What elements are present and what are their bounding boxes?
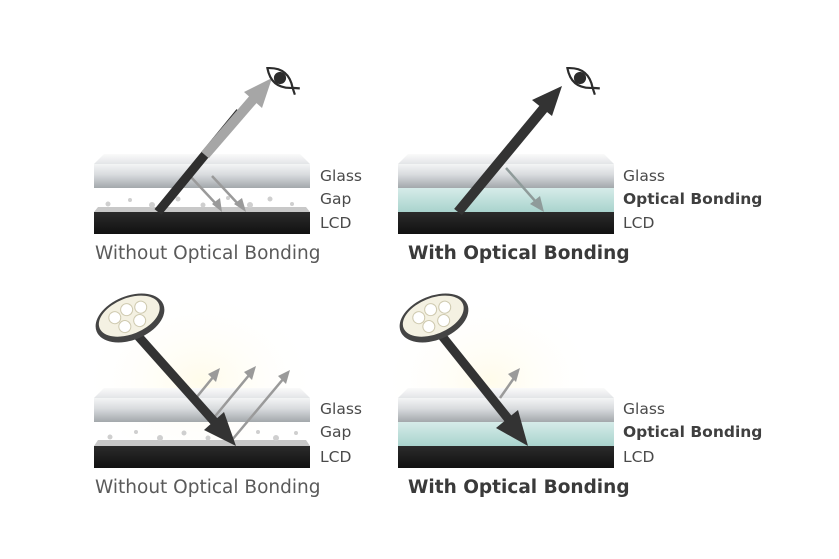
layer-label-lcd: LCD	[320, 448, 352, 466]
reflection-arrow-head	[530, 196, 544, 212]
eye-icon	[266, 67, 300, 96]
arrow-head	[496, 410, 528, 446]
glass-layer	[94, 164, 310, 188]
lcd-layer	[398, 446, 614, 468]
panel-bottom-left	[80, 290, 320, 470]
reflection-arrow	[231, 377, 285, 441]
glass-top-face	[94, 388, 310, 398]
reflection-arrow	[498, 377, 516, 399]
reflection-arrow-head	[208, 368, 220, 382]
layer-label-glass: Glass	[320, 400, 362, 418]
reflection-arrow-head	[508, 368, 520, 382]
lcd-layer	[94, 446, 310, 468]
panel-caption: With Optical Bonding	[408, 477, 630, 498]
layer-label-glass: Glass	[623, 400, 665, 418]
layer-label-lcd: LCD	[320, 214, 352, 232]
panel-caption: Without Optical Bonding	[95, 477, 321, 498]
light-path-arrow	[438, 333, 518, 429]
light-path-arrow-faded	[201, 92, 260, 159]
reflection-arrow-head	[212, 198, 222, 212]
arrow-head	[204, 412, 236, 446]
layer-label-glass: Glass	[320, 167, 362, 185]
arrow-head	[532, 86, 562, 116]
gap-particles	[107, 430, 298, 441]
reflection-arrow	[211, 175, 241, 207]
lcd-top-face	[94, 207, 310, 212]
arrow-head	[244, 78, 272, 108]
gap-particles	[105, 196, 294, 208]
panel-caption: Without Optical Bonding	[95, 243, 321, 264]
layer-label-optical-bonding: Optical Bonding	[623, 423, 763, 441]
layer-label-gap: Gap	[320, 190, 352, 208]
bonding-layer	[398, 188, 614, 212]
layer-label-lcd: LCD	[623, 448, 655, 466]
reflection-arrow-head	[234, 198, 246, 212]
panel-caption: With Optical Bonding	[408, 243, 630, 264]
light-source-icon	[95, 293, 165, 343]
light-path-arrow	[454, 104, 548, 216]
light-source-icon	[399, 293, 469, 343]
lcd-layer	[94, 212, 310, 234]
layer-label-lcd: LCD	[623, 214, 655, 232]
panel-bottom-right	[380, 293, 614, 468]
glass-top-face	[398, 388, 614, 398]
panel-top-left	[94, 67, 310, 234]
reflection-arrow	[195, 375, 215, 399]
reflection-arrow	[211, 373, 251, 421]
layer-label-optical-bonding: Optical Bonding	[623, 190, 763, 208]
reflection-arrow-head	[278, 370, 290, 384]
panel-top-right	[398, 67, 614, 234]
reflection-arrow	[189, 175, 219, 207]
reflection-arrow-head	[244, 366, 256, 380]
lcd-layer	[398, 212, 614, 234]
layer-label-gap: Gap	[320, 423, 352, 441]
lcd-top-face	[94, 440, 310, 446]
reflection-arrow	[505, 167, 537, 203]
glass-layer	[398, 164, 614, 188]
eye-icon	[566, 67, 600, 96]
layer-label-glass: Glass	[623, 167, 665, 185]
light-path-arrow	[134, 333, 224, 431]
